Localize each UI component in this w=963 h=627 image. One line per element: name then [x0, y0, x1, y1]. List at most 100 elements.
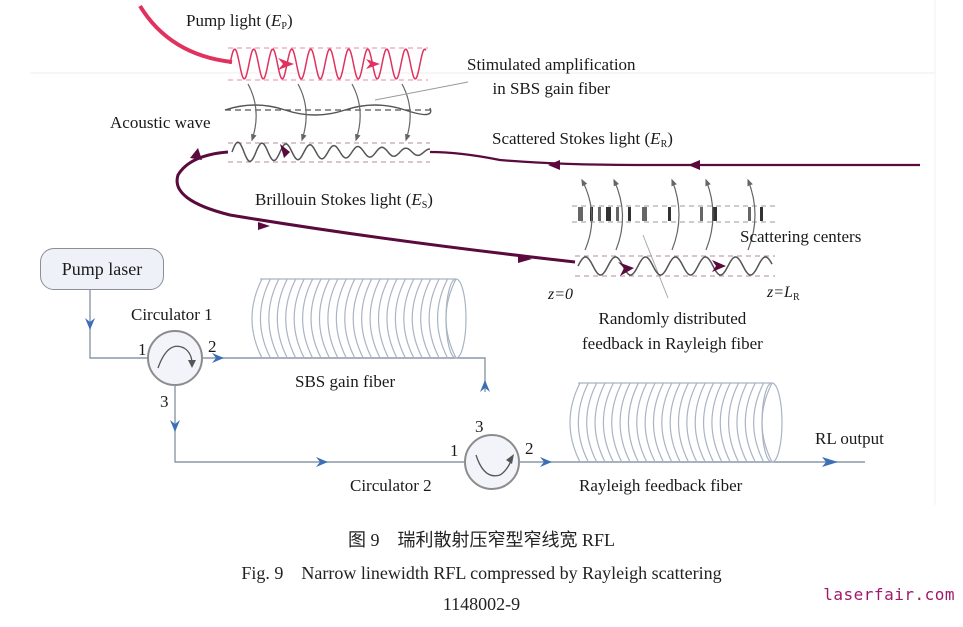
- rayleigh-wave-band: [575, 255, 775, 277]
- brillouin-stokes-text: Brillouin Stokes light (: [255, 190, 412, 209]
- scattering-center: [606, 207, 611, 221]
- pump-light-text: Pump light (: [186, 11, 272, 30]
- scattering-center: [748, 207, 751, 221]
- coil-turn: [335, 278, 347, 359]
- coil-turn: [420, 278, 432, 359]
- coil-turn: [302, 278, 314, 359]
- rayleigh-backscatter-arrows: [581, 178, 756, 251]
- coupling-arrows: [247, 83, 411, 142]
- scattered-stokes-text: Scattered Stokes light (: [492, 129, 651, 148]
- coil-turn: [344, 278, 356, 359]
- coil-turn: [577, 382, 589, 463]
- coil-turn: [569, 382, 581, 463]
- coil-turn: [736, 382, 748, 463]
- scattering-center: [578, 207, 583, 221]
- coil-turn: [636, 382, 648, 463]
- coil-turn: [644, 382, 656, 463]
- coil-turn: [669, 382, 681, 463]
- scattering-centers-label: Scattering centers: [740, 227, 862, 246]
- coil-turn: [436, 278, 449, 359]
- rayleigh-fiber-coil: [569, 382, 783, 463]
- sbs-gain-fiber-label: SBS gain fiber: [295, 372, 396, 391]
- coil-turn: [611, 382, 623, 463]
- pump-light-symbol: E: [271, 11, 282, 30]
- coil-turn: [761, 382, 773, 463]
- pump-light-arrow: [138, 4, 233, 64]
- stimulated-line2: in SBS gain fiber: [492, 79, 611, 98]
- coil-turn: [386, 278, 398, 359]
- scattering-centers: [572, 205, 775, 223]
- coil-turn: [652, 382, 665, 463]
- pump-laser-box: Pump laser: [40, 248, 164, 290]
- scattered-stokes-label: Scattered Stokes light (ER): [492, 130, 673, 150]
- circulator1-label: Circulator 1: [131, 305, 213, 324]
- circulator2-port3: 3: [475, 417, 484, 436]
- acoustic-wave-label: Acoustic wave: [110, 113, 211, 132]
- pump-light-subscript: P: [281, 21, 287, 32]
- scattering-center: [628, 207, 631, 221]
- sbs-gain-fiber-coil: [251, 278, 467, 359]
- scattered-stokes-line: [429, 150, 920, 167]
- coil-turn: [677, 382, 690, 463]
- coil-turn: [627, 382, 639, 463]
- coil-turn: [394, 278, 406, 359]
- scattering-center: [616, 207, 619, 221]
- coil-end: [445, 278, 467, 359]
- coil-turn: [719, 382, 731, 463]
- coil-turn: [702, 382, 715, 463]
- circulator2-port2: 2: [525, 439, 534, 458]
- random-feedback-label: Randomly distributed feedback in Rayleig…: [582, 306, 763, 356]
- pump-laser-label: Pump laser: [61, 258, 143, 279]
- coil-turn: [285, 278, 297, 359]
- z0-label: z=0: [548, 287, 573, 303]
- circulator2-port1: 1: [450, 441, 459, 460]
- coil-end: [761, 382, 783, 463]
- coil-turn: [403, 278, 415, 359]
- acoustic-wave: [224, 104, 432, 116]
- coil-turn: [744, 382, 756, 463]
- scattering-center: [712, 207, 717, 221]
- caption-chinese: 图 9 瑞利散射压窄型窄线宽 RFL: [347, 530, 615, 550]
- coil-turn: [661, 382, 673, 463]
- coil-turn: [318, 278, 331, 359]
- brillouin-stokes-subscript: S: [421, 200, 428, 211]
- caption-english: Fig. 9 Narrow linewidth RFL compressed b…: [241, 563, 722, 583]
- zL-prefix: z=: [767, 284, 785, 301]
- coil-turn: [352, 278, 364, 359]
- coil-turn: [369, 278, 381, 359]
- coil-turn: [428, 278, 440, 359]
- coil-turn: [586, 382, 598, 463]
- coil-turn: [310, 278, 322, 359]
- circulator1-port1: 1: [138, 340, 147, 359]
- circulator2-label: Circulator 2: [350, 476, 432, 495]
- coil-turn: [327, 278, 339, 359]
- circulator1-port3: 3: [160, 392, 169, 411]
- scattered-stokes-symbol: E: [650, 129, 661, 148]
- brillouin-stokes-band: [228, 141, 431, 163]
- paren: ): [427, 190, 433, 209]
- page-number: 1148002-9: [442, 594, 521, 614]
- circulator-2: [464, 434, 520, 490]
- circulator1-port2: 2: [208, 337, 217, 356]
- scattering-center: [760, 207, 763, 221]
- coil-turn: [293, 278, 305, 359]
- coil-turn: [445, 278, 457, 359]
- zL-label: z=LR: [767, 285, 800, 303]
- coil-turn: [259, 278, 271, 359]
- coil-turn: [694, 382, 706, 463]
- paren: ): [286, 11, 293, 30]
- coil-turn: [411, 278, 423, 359]
- stimulated-amplification-label: Stimulated amplification in SBS gain fib…: [467, 53, 636, 101]
- coil-turn: [251, 278, 263, 359]
- circulator-1: [147, 330, 203, 386]
- feedback-leader: [642, 234, 669, 299]
- coil-turn: [711, 382, 723, 463]
- coil-turn: [276, 278, 288, 359]
- brillouin-stokes-loop: [175, 150, 576, 264]
- brillouin-stokes-symbol: E: [411, 190, 422, 209]
- watermark: laserfair.com: [823, 585, 955, 604]
- coil-turn: [753, 382, 765, 463]
- coil-turn: [728, 382, 740, 463]
- z0-text: z=0: [548, 286, 574, 303]
